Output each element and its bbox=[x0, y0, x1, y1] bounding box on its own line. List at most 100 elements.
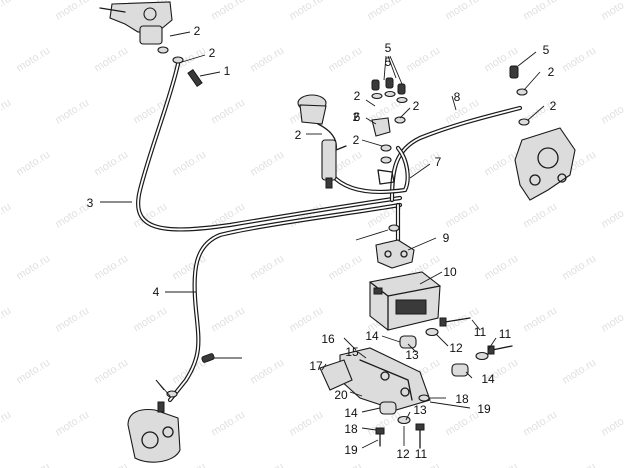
watermark-text: moto.ru bbox=[248, 253, 286, 283]
watermark-text: moto.ru bbox=[170, 253, 208, 283]
watermark-text: moto.ru bbox=[326, 461, 364, 468]
watermark-text: moto.ru bbox=[14, 253, 52, 283]
callout-c17: 2 bbox=[548, 65, 555, 79]
callout-c27: 11 bbox=[499, 327, 512, 341]
watermark-text: moto.ru bbox=[170, 149, 208, 179]
hose-3-inner bbox=[137, 63, 401, 231]
watermark-text: moto.ru bbox=[443, 201, 481, 231]
watermark-text: moto.ru bbox=[482, 253, 520, 283]
watermark-text: moto.ru bbox=[209, 97, 247, 127]
watermark-text: moto.ru bbox=[560, 357, 598, 387]
watermark-text: moto.ru bbox=[248, 149, 286, 179]
watermark-text: moto.ru bbox=[0, 201, 13, 231]
watermark-text: moto.ru bbox=[443, 0, 481, 23]
callout-c18: 2 bbox=[550, 99, 557, 113]
callout-c32: 19 bbox=[477, 402, 491, 416]
callout-c8: 5 bbox=[385, 55, 392, 69]
bolt-cluster-5 bbox=[371, 77, 408, 185]
callout-c21: 11 bbox=[474, 325, 487, 339]
watermark-text: moto.ru bbox=[92, 149, 130, 179]
watermark-text: moto.ru bbox=[521, 201, 559, 231]
watermark-text: moto.ru bbox=[14, 149, 52, 179]
watermark-text: moto.ru bbox=[560, 45, 598, 75]
callout-c6: 5 bbox=[385, 41, 392, 55]
watermark-text: moto.ru bbox=[53, 409, 91, 439]
callout-c1: 2 bbox=[194, 24, 201, 38]
junction-9 bbox=[375, 224, 415, 269]
watermark-text: moto.ru bbox=[599, 97, 625, 127]
watermark-text: moto.ru bbox=[404, 45, 442, 75]
front-master-cylinder bbox=[99, 1, 173, 45]
abs-unit-10 bbox=[369, 271, 441, 331]
watermark-text: moto.ru bbox=[248, 357, 286, 387]
watermark-text: moto.ru bbox=[560, 461, 598, 468]
watermark-text: moto.ru bbox=[248, 461, 286, 468]
watermark-text: moto.ru bbox=[599, 0, 625, 23]
watermark-text: moto.ru bbox=[209, 0, 247, 23]
hose-7-inner bbox=[331, 147, 409, 193]
callout-c20: 10 bbox=[443, 265, 457, 279]
callout-c19: 9 bbox=[443, 231, 450, 245]
watermark-text: moto.ru bbox=[209, 409, 247, 439]
watermark-text: moto.ru bbox=[0, 97, 13, 127]
watermark-text: moto.ru bbox=[521, 0, 559, 23]
watermark-text: moto.ru bbox=[14, 357, 52, 387]
callout-c30: 20 bbox=[334, 388, 348, 402]
watermark-text: moto.ru bbox=[92, 461, 130, 468]
leader-lines bbox=[100, 31, 545, 449]
callout-c24: 14 bbox=[365, 329, 379, 343]
callout-c16: 5 bbox=[543, 43, 550, 57]
watermark-text: moto.ru bbox=[0, 409, 13, 439]
watermark-text: moto.ru bbox=[92, 357, 130, 387]
watermark-text: moto.ru bbox=[131, 305, 169, 335]
callout-c37: 11 bbox=[415, 447, 428, 461]
callout-c25: 13 bbox=[405, 348, 419, 362]
watermark-text: moto.ru bbox=[287, 305, 325, 335]
watermark-text: moto.ru bbox=[287, 0, 325, 23]
watermark-text: moto.ru bbox=[209, 305, 247, 335]
callout-c9: 2 bbox=[353, 110, 360, 124]
watermark-text: moto.ru bbox=[53, 201, 91, 231]
watermark-text: moto.ru bbox=[521, 409, 559, 439]
callout-c29: 14 bbox=[481, 372, 495, 386]
watermark-text: moto.ru bbox=[287, 409, 325, 439]
brake-hoses bbox=[136, 61, 523, 403]
callout-c12: 2 bbox=[295, 128, 302, 142]
watermark-text: moto.ru bbox=[404, 461, 442, 468]
callout-c5: 4 bbox=[153, 285, 160, 299]
abs-bracket bbox=[319, 347, 431, 411]
rear-caliper bbox=[514, 127, 576, 201]
watermark-text: moto.ru bbox=[482, 149, 520, 179]
callout-c11: 2 bbox=[353, 133, 360, 147]
callout-c36: 12 bbox=[396, 447, 410, 461]
watermark-text: moto.ru bbox=[599, 305, 625, 335]
watermark-text: moto.ru bbox=[248, 45, 286, 75]
watermark-text: moto.ru bbox=[53, 97, 91, 127]
watermark-text: moto.ru bbox=[365, 0, 403, 23]
hose-4-inner bbox=[169, 204, 401, 401]
callout-c10: 6 bbox=[354, 110, 361, 124]
watermark-text: moto.ru bbox=[482, 461, 520, 468]
watermark-text: moto.ru bbox=[599, 409, 625, 439]
rear-caliper-fittings bbox=[509, 65, 530, 126]
front-caliper bbox=[127, 401, 181, 463]
callout-c31: 18 bbox=[455, 392, 469, 406]
rear-master-cylinder bbox=[297, 94, 347, 189]
watermark-text: moto.ru bbox=[92, 253, 130, 283]
watermark-text: moto.ru bbox=[170, 461, 208, 468]
callout-c2: 2 bbox=[209, 46, 216, 60]
callout-c28: 17 bbox=[309, 359, 323, 373]
watermark-text: moto.ru bbox=[53, 305, 91, 335]
watermark-text: moto.ru bbox=[0, 305, 13, 335]
callout-c13: 7 bbox=[435, 155, 442, 169]
callout-c7: 2 bbox=[354, 89, 361, 103]
callout-c23: 15 bbox=[345, 345, 359, 359]
callout-c3: 1 bbox=[224, 64, 231, 78]
callout-c22: 16 bbox=[321, 332, 335, 346]
callout-c14: 2 bbox=[413, 99, 420, 113]
callout-labels: 2 2 1 3 4 5 2 5 2 6 2 2 7 2 8 5 2 2 9 10… bbox=[87, 24, 557, 461]
watermark-text: moto.ru bbox=[326, 253, 364, 283]
